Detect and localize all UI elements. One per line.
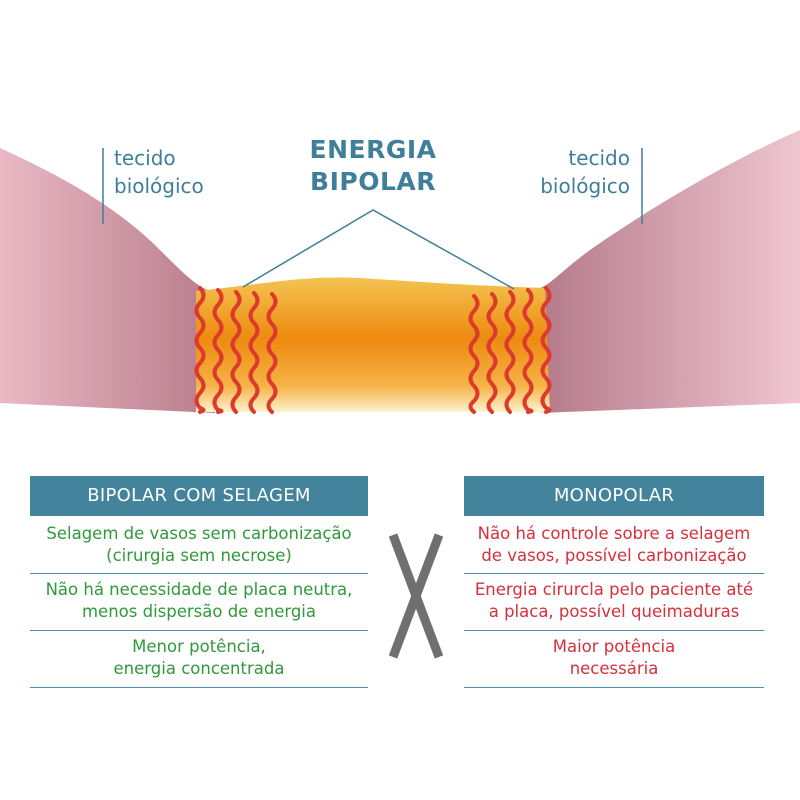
x-mark-icon [388, 533, 444, 659]
heat-wave-line [266, 292, 278, 414]
left-tissue-label: tecido biológico [114, 144, 204, 200]
bipolar-item: Menor potência, energia concentrada [30, 631, 368, 688]
monopolar-item: Maior potência necessária [464, 631, 764, 688]
bipolar-item: Selagem de vasos sem carbonização (cirur… [30, 516, 368, 574]
energy-title-line-1: ENERGIA [309, 135, 437, 164]
left-tissue-label-line-2: biológico [114, 174, 204, 198]
energy-title: ENERGIA BIPOLAR [290, 134, 456, 198]
right-tissue-label: tecido biológico [535, 144, 630, 200]
heat-wave-line [522, 288, 534, 414]
monopolar-item: Energia cirurcla pelo paciente até a pla… [464, 574, 764, 631]
bipolar-panel: BIPOLAR COM SELAGEM Selagem de vasos sem… [30, 476, 368, 688]
left-tissue [0, 148, 215, 413]
heat-wave-line [486, 292, 498, 414]
heat-wave-line [468, 294, 480, 414]
bipolar-header: BIPOLAR COM SELAGEM [30, 476, 368, 516]
heat-wave-line [194, 286, 206, 414]
heat-wave-line [248, 291, 260, 414]
monopolar-item: Não há controle sobre a selagem de vasos… [464, 516, 764, 574]
heat-wave-line [540, 286, 552, 414]
right-tissue-label-line-2: biológico [540, 174, 630, 198]
bipolar-item: Não há necessidade de placa neutra, meno… [30, 574, 368, 631]
title-pointer-lines [242, 209, 515, 290]
monopolar-panel: MONOPOLAR Não há controle sobre a selage… [464, 476, 764, 688]
right-tissue [540, 130, 800, 413]
left-tissue-label-line-1: tecido [114, 146, 176, 170]
right-tissue-label-line-1: tecido [568, 146, 630, 170]
tissue-illustration [0, 130, 800, 414]
heat-wave-line [212, 288, 224, 414]
heat-wave-line [504, 290, 516, 414]
left-heat-waves [194, 286, 278, 414]
energy-band [196, 277, 550, 413]
energy-title-line-2: BIPOLAR [310, 167, 436, 196]
right-heat-waves [468, 286, 552, 414]
monopolar-header: MONOPOLAR [464, 476, 764, 516]
heat-wave-line [230, 290, 242, 414]
